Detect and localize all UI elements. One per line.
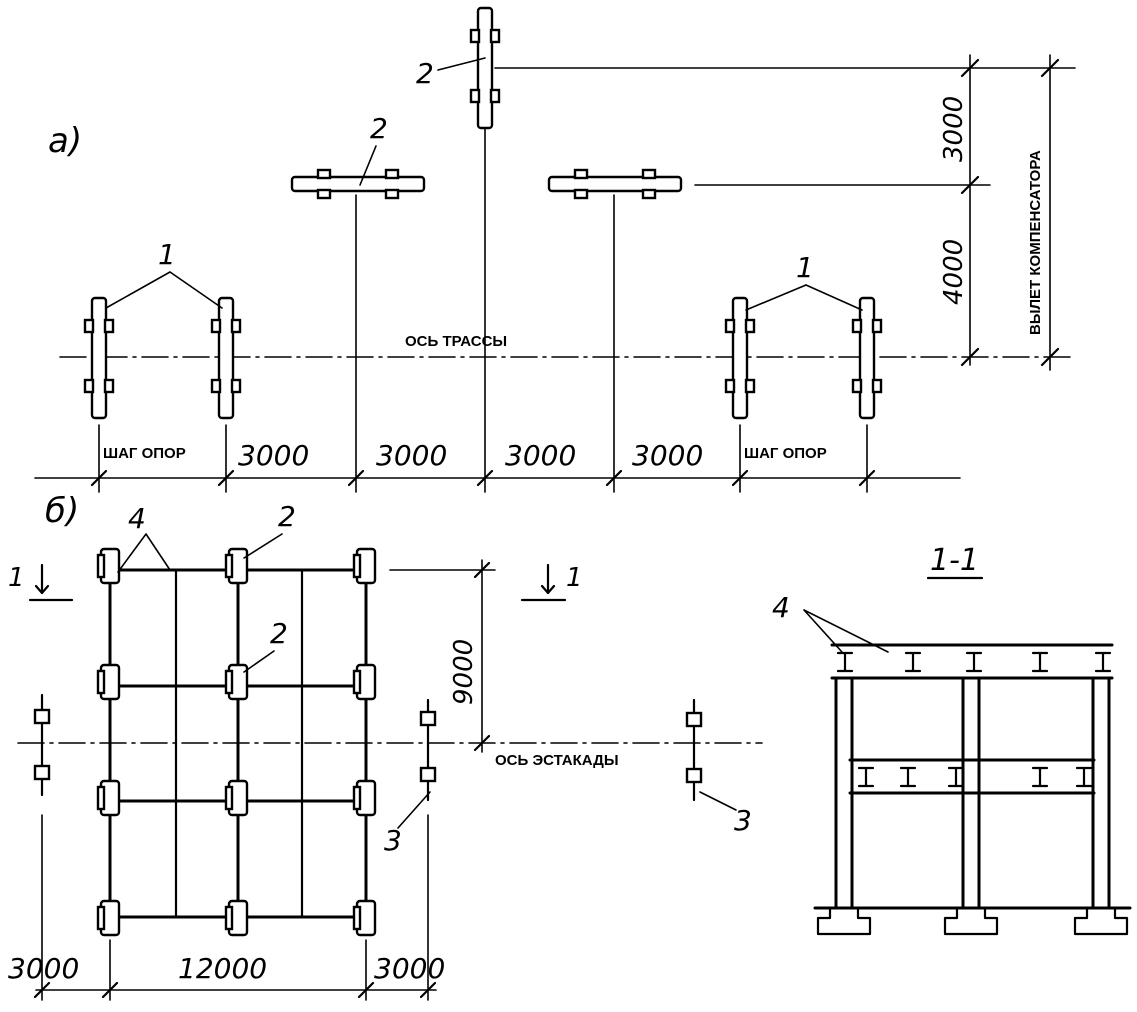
dim-3000-a1: 3000 xyxy=(238,439,309,472)
callout-2-plan-mid: 2 xyxy=(270,617,288,650)
dim-3000-b-right: 3000 xyxy=(374,952,445,985)
plan-b: б) 1 1 ОСЬ ЭСТАКАДЫ 4 xyxy=(8,491,763,1001)
section-label: 1-1 xyxy=(930,543,979,578)
callout-1-left: 1 xyxy=(158,238,176,271)
callout-2-plan-top: 2 xyxy=(278,500,296,533)
part-a-label: а) xyxy=(48,121,82,161)
compensator-support-right xyxy=(547,168,683,200)
dim-12000-b: 12000 xyxy=(178,952,267,985)
cut-mark-right: 1 xyxy=(566,563,583,593)
trestle-axis-label: ОСЬ ЭСТАКАДЫ xyxy=(495,752,619,769)
plan-a: а) ОСЬ ТРАССЫ 1 1 2 2 3000 400 xyxy=(34,6,1076,493)
support-right-2 xyxy=(851,296,883,420)
support-step-label-right: ШАГ ОПОР xyxy=(744,445,827,462)
dim-4000-vertical: 4000 xyxy=(939,239,969,305)
dim-3000-a3: 3000 xyxy=(505,439,576,472)
dim-3000-a4: 3000 xyxy=(632,439,703,472)
compensator-support-left xyxy=(290,168,426,200)
support-left-1 xyxy=(83,296,115,420)
support-left-2 xyxy=(210,296,242,420)
part-b-label: б) xyxy=(45,491,79,531)
dim-9000-vertical: 9000 xyxy=(449,639,479,705)
callout-3-right: 3 xyxy=(734,804,752,837)
route-axis-label: ОСЬ ТРАССЫ xyxy=(405,333,507,350)
section-1-1: 1-1 4 xyxy=(772,543,1132,936)
support-right-1 xyxy=(724,296,756,420)
compensator-reach-label: ВЫЛЕТ КОМПЕНСАТОРА xyxy=(1027,150,1044,335)
callout-1-right: 1 xyxy=(796,251,814,284)
callout-4-section: 4 xyxy=(772,591,790,624)
callout-3-left: 3 xyxy=(384,824,402,857)
dim-3000-b-left: 3000 xyxy=(8,952,79,985)
dim-3000-vertical: 3000 xyxy=(939,96,969,162)
callout-4-plan: 4 xyxy=(128,502,146,535)
dim-3000-a2: 3000 xyxy=(376,439,447,472)
callout-2-mid: 2 xyxy=(370,112,388,145)
cut-mark-left: 1 xyxy=(8,563,25,593)
support-step-label-left: ШАГ ОПОР xyxy=(103,445,186,462)
callout-2-top: 2 xyxy=(416,57,434,90)
